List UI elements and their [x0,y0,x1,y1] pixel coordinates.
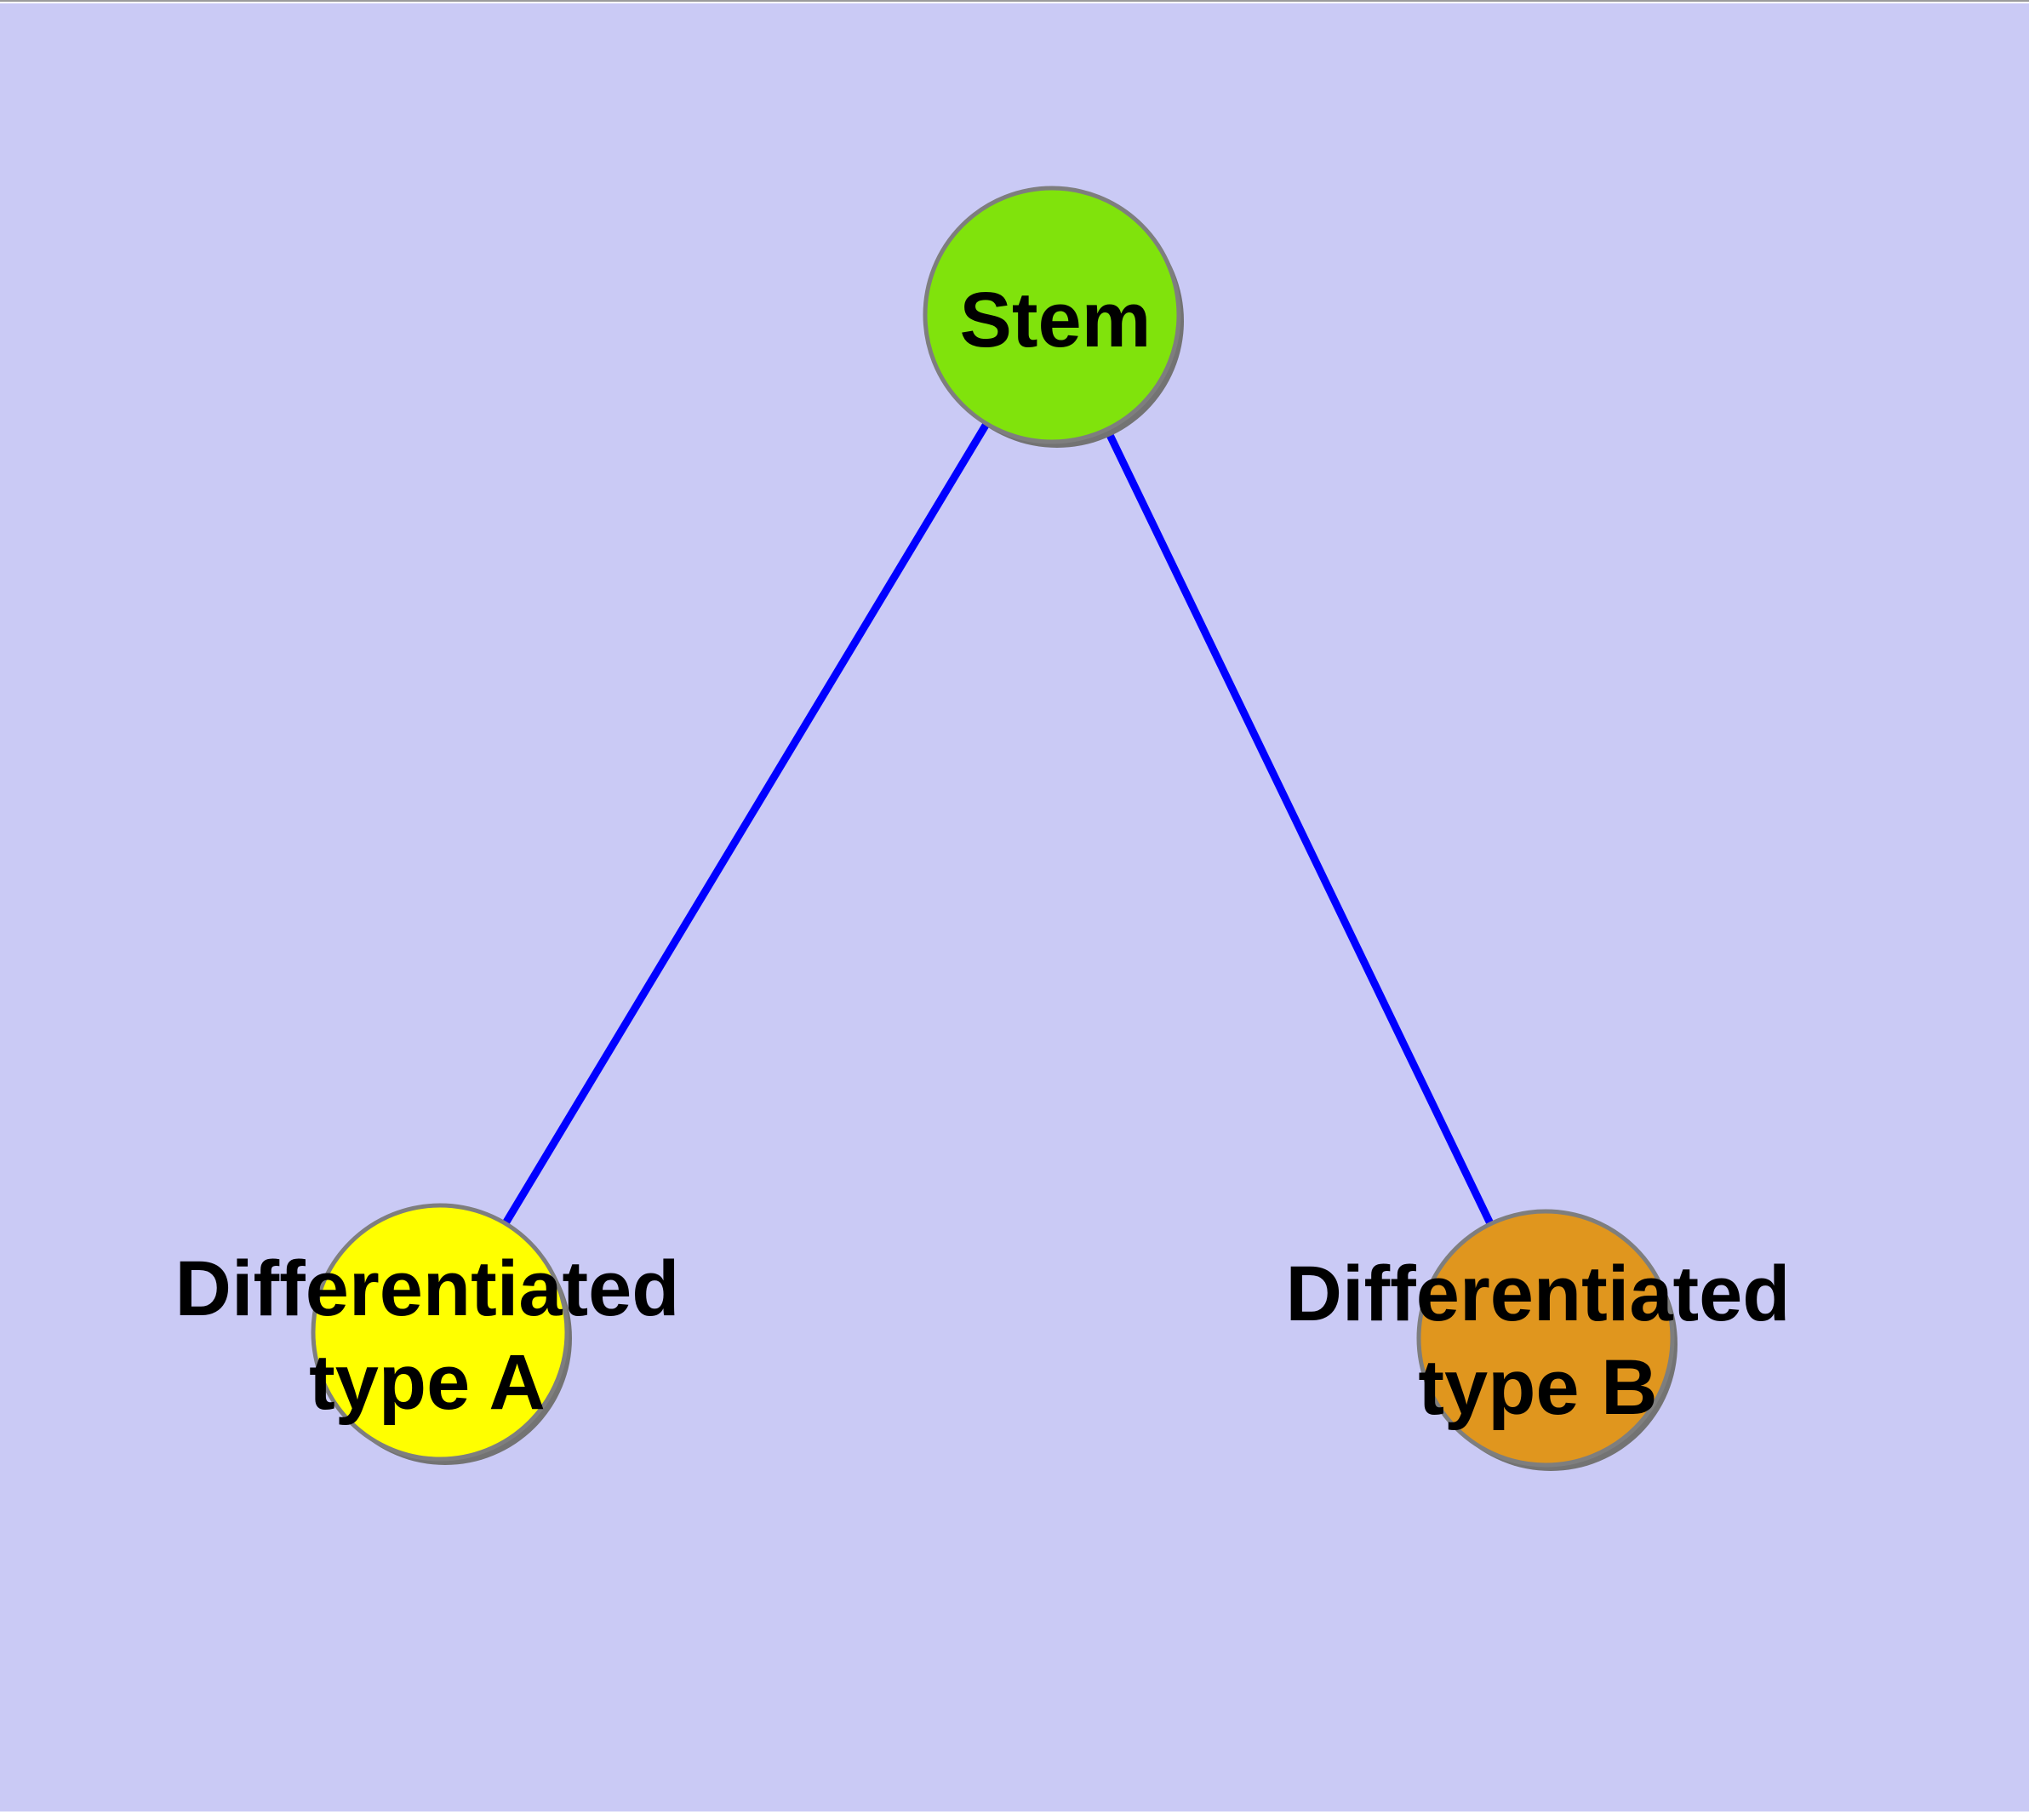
node-circle-stem[interactable] [923,186,1181,444]
frame-top-line [0,0,2029,2]
node-circle-type-b[interactable] [1416,1209,1675,1468]
edge-stem-type-a [437,312,1055,1335]
node-circle-type-a[interactable] [311,1203,569,1462]
edge-stem-type-b [1048,313,1550,1340]
